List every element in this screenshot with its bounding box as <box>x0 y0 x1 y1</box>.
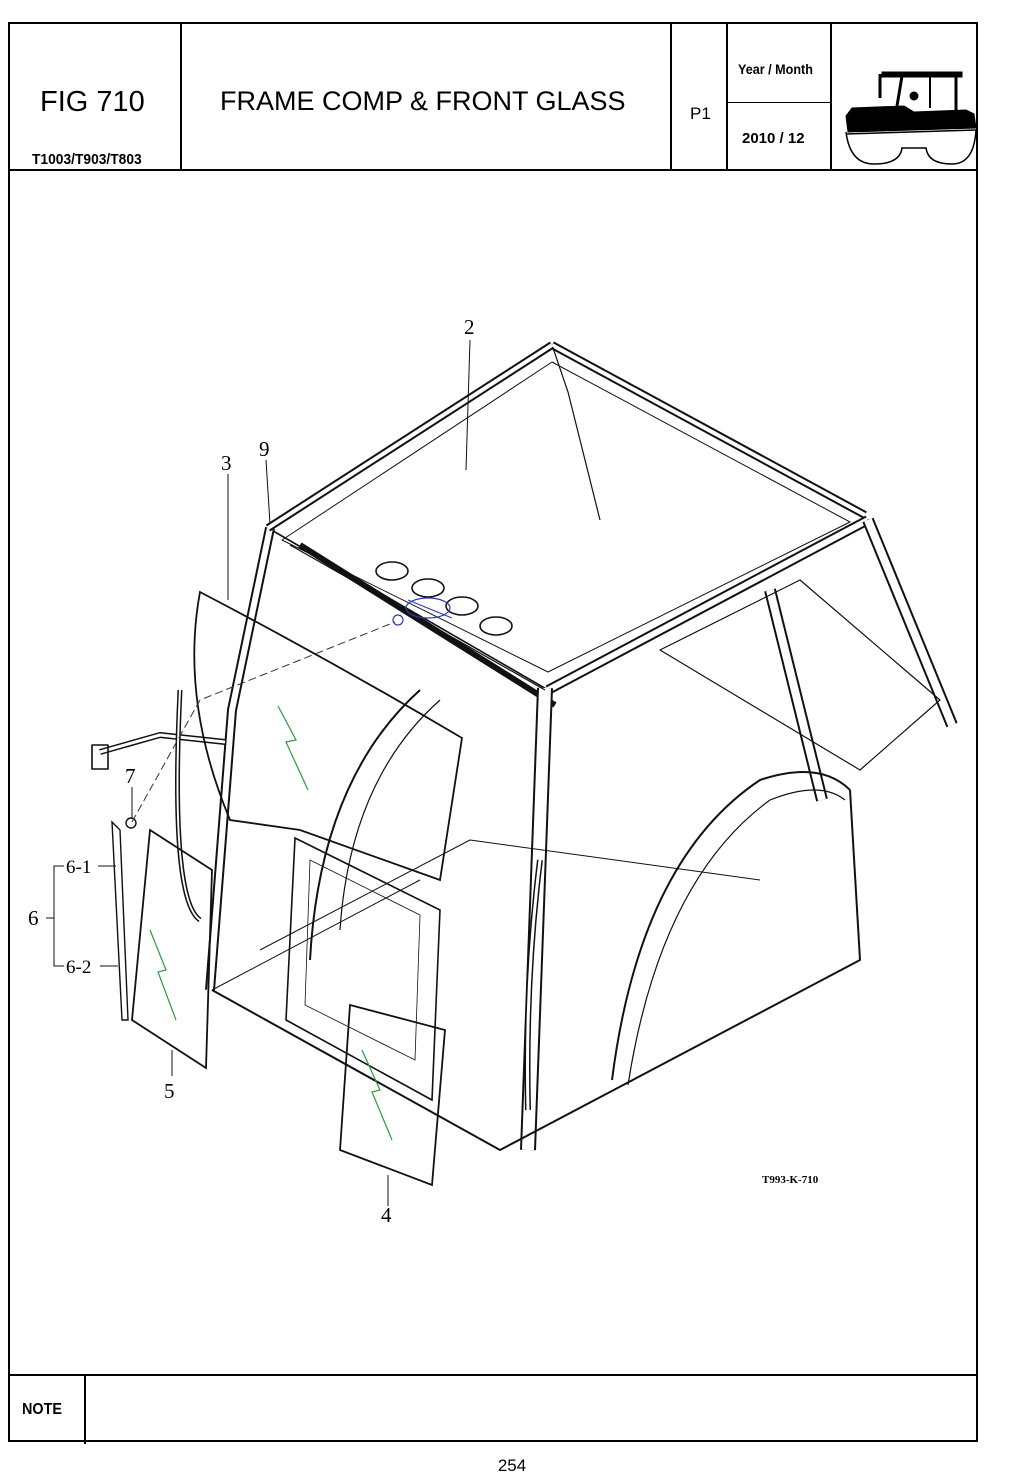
leader-2 <box>465 339 471 471</box>
callout-6-2: 6-2 <box>66 957 91 978</box>
figure-number: FIG 710 <box>40 86 145 118</box>
control-panel <box>285 836 441 1102</box>
callout-6: 6 <box>28 906 39 930</box>
glass-mark-lower <box>149 929 177 1021</box>
header-divider-2 <box>670 24 672 170</box>
wiper-arm <box>111 820 129 1021</box>
leader-9 <box>265 459 271 525</box>
page-title: FRAME COMP & FRONT GLASS <box>220 86 626 116</box>
side-glass-lower <box>131 828 213 1070</box>
model-list: T1003/T903/T803 <box>32 151 142 168</box>
year-month-value: 2010 / 12 <box>742 130 805 147</box>
callout-9: 9 <box>259 437 270 461</box>
callout-5: 5 <box>164 1079 175 1103</box>
front-left-pillar <box>205 526 275 991</box>
cab-floor <box>211 789 861 1151</box>
callout-3: 3 <box>221 451 232 475</box>
header-bottom-rule <box>10 169 976 171</box>
header-divider-4 <box>830 24 832 170</box>
page-number: 254 <box>497 1456 527 1475</box>
callout-7: 7 <box>125 764 136 788</box>
callout-6-1: 6-1 <box>66 857 91 878</box>
wiper-nut <box>125 817 137 829</box>
glass-mark-door <box>361 1049 393 1141</box>
callout-2: 2 <box>464 315 475 339</box>
page-tag: P1 <box>690 104 711 123</box>
glass-mark-upper <box>277 705 309 791</box>
parts-sheet: FIG 710 T1003/T903/T803 FRAME COMP & FRO… <box>8 22 978 1444</box>
leader-6-bracket <box>46 865 64 967</box>
note-divider <box>84 1374 86 1444</box>
header-divider-1 <box>180 24 182 170</box>
front-glass-door <box>339 1003 446 1187</box>
front-glass-upper <box>193 590 463 882</box>
drawing-code: T993-K-710 <box>762 1174 819 1186</box>
install-line <box>131 621 396 823</box>
wiper-motor <box>392 597 453 626</box>
year-month-label: Year / Month <box>738 61 813 77</box>
note-label: NOTE <box>22 1401 63 1418</box>
fender-arch <box>611 771 851 1081</box>
year-month-rule <box>726 102 831 103</box>
note-top-rule <box>10 1374 976 1376</box>
tractor-icon <box>845 71 977 165</box>
header-divider-3 <box>726 24 728 170</box>
callout-4: 4 <box>381 1203 392 1227</box>
